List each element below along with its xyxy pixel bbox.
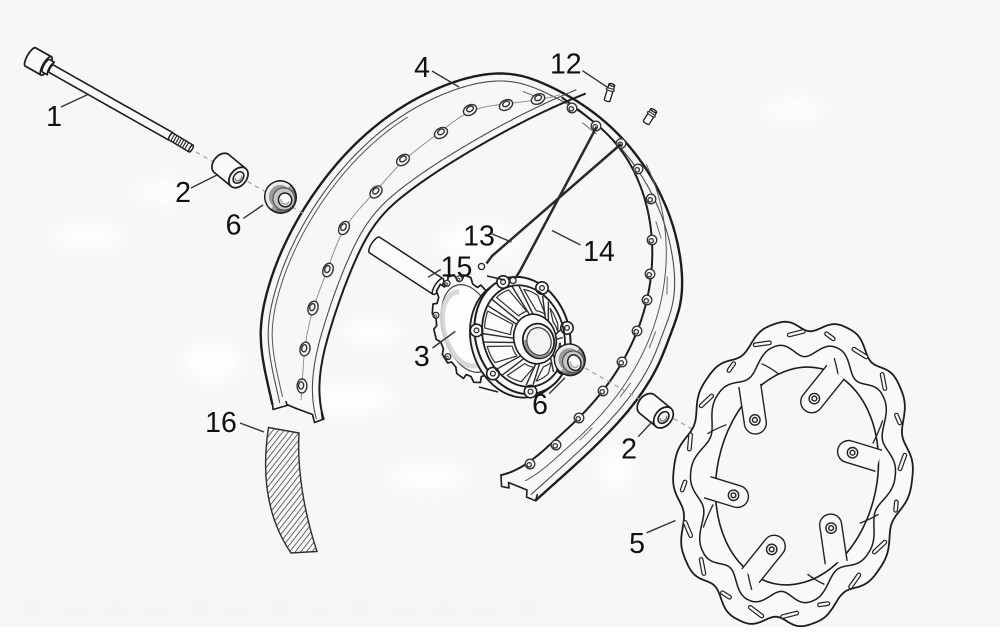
svg-text:5: 5 — [629, 528, 645, 560]
svg-text:2: 2 — [175, 177, 191, 209]
svg-text:16: 16 — [205, 407, 237, 439]
svg-text:6: 6 — [532, 389, 548, 421]
svg-text:2: 2 — [621, 434, 637, 466]
svg-text:3: 3 — [414, 341, 430, 373]
svg-text:13: 13 — [463, 221, 495, 253]
svg-text:6: 6 — [226, 210, 242, 242]
svg-text:12: 12 — [550, 48, 582, 80]
svg-text:14: 14 — [583, 236, 615, 268]
svg-text:4: 4 — [414, 52, 430, 84]
svg-text:1: 1 — [46, 101, 62, 133]
svg-text:15: 15 — [441, 252, 473, 284]
